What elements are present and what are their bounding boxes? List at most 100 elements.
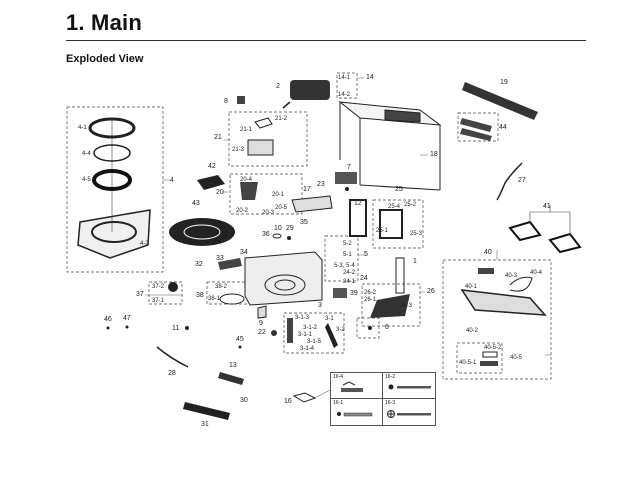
- label-26-3: 26-3: [400, 303, 413, 309]
- group-box-20: [229, 173, 303, 215]
- title-divider: [66, 40, 586, 41]
- label-21: 21: [214, 134, 222, 141]
- fastener-cell-16-2: 16-2: [383, 373, 435, 399]
- group-box-6: [356, 317, 380, 339]
- part-44: [460, 118, 492, 141]
- part-31: [183, 402, 230, 420]
- label-27: 27: [518, 177, 526, 184]
- screw-icon: [388, 384, 431, 390]
- label-4: 4: [170, 177, 174, 184]
- part-40-5-1: [480, 361, 498, 366]
- part-23: [345, 187, 349, 191]
- label-14: 14: [366, 74, 374, 81]
- part-42: [197, 175, 225, 190]
- part-20-4: [240, 182, 258, 200]
- label-40-5-2: 40-5-2: [484, 345, 502, 351]
- part-45: [238, 345, 242, 349]
- label-3-1-2: 3-1-2: [303, 325, 318, 331]
- part-39: [333, 288, 347, 298]
- label-3-2: 3-2: [336, 327, 345, 333]
- part-43-plate: [169, 218, 235, 246]
- label-4-5: 4-5: [82, 177, 91, 183]
- label-3-1-3: 3-1-3: [295, 315, 310, 321]
- label-4-2: 4-2: [140, 241, 149, 247]
- label-16: 16: [284, 398, 292, 405]
- part-29: [287, 236, 291, 240]
- label-5-3-5-4: 5-3, 5-4: [334, 263, 355, 269]
- label-17: 17: [303, 186, 311, 193]
- label-26: 26: [427, 288, 435, 295]
- label-37: 37: [136, 291, 144, 298]
- label-25-2: 25-2: [404, 202, 417, 208]
- label-20-2: 20-2: [236, 208, 249, 214]
- group-box-44: [457, 112, 499, 142]
- label-41: 41: [543, 203, 551, 210]
- part-21-assembly: [247, 117, 274, 156]
- group-box-4: [66, 106, 164, 273]
- part-40-5-2: [482, 351, 498, 358]
- label-32: 32: [195, 261, 203, 268]
- label-3-1-1: 3-1-1: [298, 332, 313, 338]
- part-37-2: [168, 282, 178, 292]
- part-7: [335, 172, 357, 184]
- label-40-5: 40-5: [510, 355, 523, 361]
- fastener-table: 16-4 16-2 16-1 16-3: [330, 372, 436, 426]
- part-13: [218, 372, 244, 385]
- label-5-1: 5-1: [343, 252, 352, 258]
- part-12: [349, 199, 367, 237]
- label-33: 33: [216, 255, 224, 262]
- part-38-1: [219, 293, 245, 305]
- part-41-filter-b: [548, 232, 582, 254]
- label-26-2: 26-2: [364, 290, 377, 296]
- label-21-1: 21-1: [240, 127, 253, 133]
- part-10: [272, 233, 282, 239]
- group-box-21: [228, 111, 308, 167]
- label-4-1: 4-1: [78, 125, 87, 131]
- label-21-2: 21-2: [275, 116, 288, 122]
- part-26-3: [370, 294, 410, 318]
- part-3-1-1: [287, 318, 293, 343]
- part-4-turntable-assembly: [77, 117, 151, 259]
- part-6: [368, 326, 372, 330]
- label-22: 22: [258, 329, 266, 336]
- label-19: 19: [500, 79, 508, 86]
- label-16-4: 16-4: [333, 374, 344, 380]
- label-25: 25: [395, 186, 403, 193]
- label-3-1-5: 3-1-5: [307, 339, 322, 345]
- label-31: 31: [201, 421, 209, 428]
- part-2-motor: [282, 80, 330, 109]
- part-17: [291, 195, 333, 213]
- part-25-4: [379, 209, 403, 239]
- label-14-2: 14-2: [338, 92, 351, 98]
- fastener-cell-16-4: 16-4: [331, 373, 383, 399]
- part-3-2: [325, 323, 338, 348]
- label-5-2: 5-2: [343, 241, 352, 247]
- label-9: 9: [259, 320, 263, 327]
- label-16-2: 16-2: [385, 374, 396, 380]
- label-37-1: 37-1: [152, 298, 165, 304]
- label-38: 38: [196, 292, 204, 299]
- label-42: 42: [208, 163, 216, 170]
- label-20-5: 20-5: [275, 205, 288, 211]
- part-40-3: [478, 268, 494, 274]
- label-24: 24: [360, 275, 368, 282]
- part-1: [395, 257, 405, 294]
- label-1: 1: [413, 258, 417, 265]
- label-35: 35: [300, 219, 308, 226]
- label-39: 39: [350, 290, 358, 297]
- part-9: [257, 305, 267, 319]
- label-20-1: 20-1: [272, 192, 285, 198]
- screw-icon: [337, 412, 373, 417]
- label-38-1: 38-1: [208, 296, 221, 302]
- label-30: 30: [240, 397, 248, 404]
- label-2: 2: [276, 83, 280, 90]
- label-20-4: 20-4: [240, 177, 253, 183]
- part-47: [125, 325, 129, 329]
- label-34: 34: [240, 249, 248, 256]
- fastener-cell-16-3: 16-3: [383, 399, 435, 425]
- label-20: 20: [216, 189, 224, 196]
- label-20-3: 20-3: [262, 210, 275, 216]
- label-38-2: 38-2: [215, 284, 228, 290]
- part-46: [106, 326, 110, 330]
